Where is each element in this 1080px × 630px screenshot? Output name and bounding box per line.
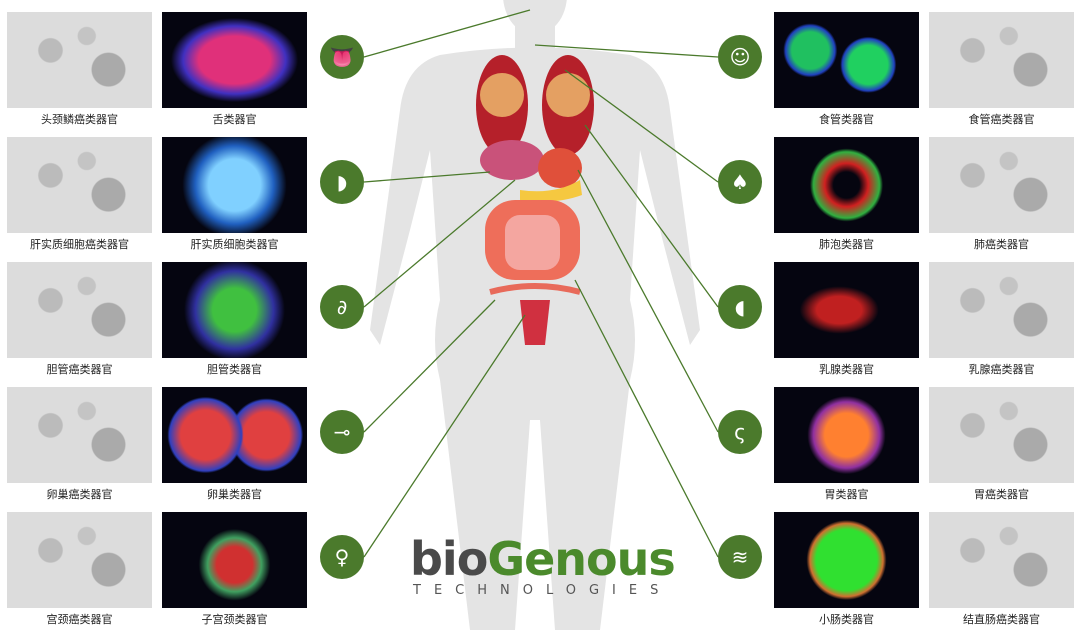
cancer-label: 乳腺癌类器官 <box>968 363 1035 376</box>
cancer-image <box>7 512 152 608</box>
cancer-label: 宫颈癌类器官 <box>46 613 113 626</box>
organoid-image <box>162 262 307 358</box>
cancer-label: 卵巢癌类器官 <box>46 488 113 501</box>
organoid-label: 舌类器官 <box>212 113 257 126</box>
uterus-icon: ♀ <box>320 535 364 579</box>
organoid-image <box>162 137 307 233</box>
organoid-label: 乳腺类器官 <box>819 363 874 376</box>
lungs-icon: ♠ <box>718 160 762 204</box>
cancer-image <box>929 137 1074 233</box>
cancer-image <box>929 387 1074 483</box>
cancer-label: 食管癌类器官 <box>968 113 1035 126</box>
organoid-label: 胃类器官 <box>824 488 869 501</box>
organoid-label: 小肠类器官 <box>819 613 874 626</box>
cancer-label: 结直肠癌类器官 <box>963 613 1040 626</box>
cancer-label: 胆管癌类器官 <box>46 363 113 376</box>
organoid-label: 肺泡类器官 <box>819 238 874 251</box>
cancer-image <box>7 387 152 483</box>
cancer-image <box>929 262 1074 358</box>
organoid-image <box>774 262 919 358</box>
organoid-label: 子宫颈类器官 <box>201 613 268 626</box>
biogenous-logo: bioGenous <box>410 532 676 586</box>
organoid-image <box>162 12 307 108</box>
organoid-image <box>162 387 307 483</box>
organoid-image <box>774 512 919 608</box>
cancer-label: 肺癌类器官 <box>974 238 1029 251</box>
logo-bio: bio <box>410 532 488 586</box>
organoid-image <box>774 12 919 108</box>
cancer-image <box>7 12 152 108</box>
cancer-label: 头颈鳞癌类器官 <box>41 113 118 126</box>
cancer-image <box>929 512 1074 608</box>
stomach-icon: ς <box>718 410 762 454</box>
organs <box>476 55 594 345</box>
organoid-label: 食管类器官 <box>819 113 874 126</box>
cancer-image <box>7 137 152 233</box>
bile-duct-icon: ∂ <box>320 285 364 329</box>
cancer-label: 肝实质细胞癌类器官 <box>30 238 129 251</box>
organoid-label: 肝实质细胞类器官 <box>190 238 279 251</box>
organoid-image <box>774 137 919 233</box>
organoid-label: 卵巢类器官 <box>207 488 262 501</box>
cancer-label: 胃癌类器官 <box>974 488 1029 501</box>
head-esophagus-icon: ☺ <box>718 35 762 79</box>
connector-lines <box>363 9 719 558</box>
tongue-icon: 👅 <box>320 35 364 79</box>
cancer-image <box>7 262 152 358</box>
intestine-icon: ≋ <box>718 535 762 579</box>
organoid-image <box>774 387 919 483</box>
ovary-icon: ⊸ <box>320 410 364 454</box>
organoid-label: 胆管类器官 <box>207 363 262 376</box>
organoid-image <box>162 512 307 608</box>
liver-icon: ◗ <box>320 160 364 204</box>
breast-icon: ◖ <box>718 285 762 329</box>
cancer-image <box>929 12 1074 108</box>
logo-genous: Genous <box>487 532 675 586</box>
logo-tagline: TECHNOLOGIES <box>413 583 672 598</box>
